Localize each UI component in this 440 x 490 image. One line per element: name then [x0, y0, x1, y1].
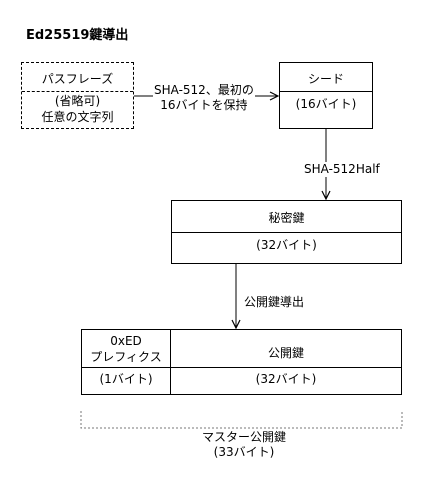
edge-label-sha512-first16: SHA-512、最初の 16バイトを保持: [153, 83, 255, 113]
public-key-size: (32バイト): [255, 371, 317, 386]
seed-heading: シード: [307, 71, 344, 86]
master-public-key-heading: マスター公開鍵: [201, 430, 286, 444]
public-key-divider: [171, 367, 401, 368]
diagram-title: Ed25519鍵導出: [26, 28, 129, 43]
prefix-box: 0xED プレフィクス (1バイト): [81, 329, 171, 395]
prefix-size: (1バイト): [99, 371, 153, 386]
edge-label-line2: 16バイトを保持: [160, 98, 248, 112]
edge-label-sha512half: SHA-512Half: [304, 162, 380, 177]
seed-divider: [280, 91, 372, 92]
private-key-size: (32バイト): [256, 237, 317, 252]
passphrase-box: パスフレーズ (省略可) 任意の文字列: [21, 62, 134, 129]
prefix-value: 0xED: [110, 333, 142, 348]
passphrase-divider: [22, 91, 133, 92]
public-key-box: 公開鍵 (32バイト): [170, 329, 402, 395]
public-key-heading: 公開鍵: [267, 345, 304, 360]
master-public-key-bracket: [80, 411, 403, 429]
edge-label-line1: SHA-512、最初の: [154, 83, 254, 97]
master-public-key-label: マスター公開鍵 (33バイト): [170, 430, 318, 460]
private-key-divider: [172, 232, 401, 233]
master-public-key-size: (33バイト): [213, 445, 275, 459]
private-key-heading: 秘密鍵: [268, 210, 305, 225]
prefix-label: プレフィクス: [90, 349, 162, 364]
prefix-divider: [82, 367, 170, 368]
passphrase-heading: パスフレーズ: [41, 71, 114, 86]
private-key-box: 秘密鍵 (32バイト): [171, 200, 402, 264]
seed-size: (16バイト): [295, 96, 357, 111]
seed-box: シード (16バイト): [279, 62, 373, 129]
passphrase-optional: (省略可): [54, 93, 101, 108]
edge-label-public-key-derivation: 公開鍵導出: [244, 295, 305, 310]
passphrase-any-string: 任意の文字列: [41, 109, 114, 124]
